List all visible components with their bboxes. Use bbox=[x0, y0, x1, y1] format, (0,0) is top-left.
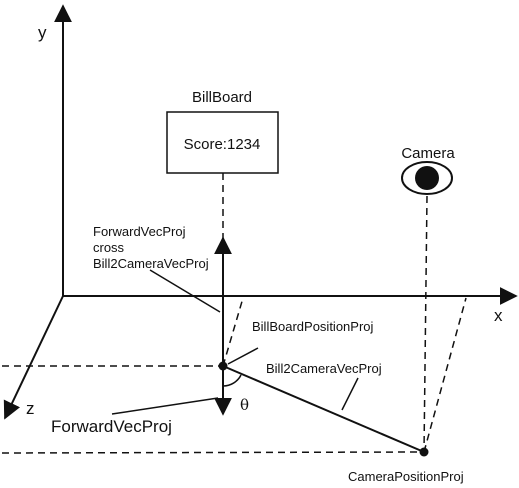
camera-to-z-dashed bbox=[1, 451, 425, 454]
z-axis bbox=[3, 295, 64, 420]
billboard-title: BillBoard bbox=[192, 89, 252, 106]
theta-arc bbox=[222, 374, 242, 387]
billboard-position-proj-label: BillBoardPositionProj bbox=[252, 319, 374, 334]
forward-vec-proj-label: ForwardVecProj bbox=[51, 417, 172, 436]
y-axis-label: y bbox=[38, 23, 47, 42]
bill2camera-label-leader bbox=[341, 377, 359, 411]
z-axis-label: z bbox=[26, 399, 35, 418]
bill2camera-vec-proj-label: Bill2CameraVecProj bbox=[266, 361, 382, 376]
bill2camera-vector-line bbox=[222, 365, 425, 453]
cross-label-line1: ForwardVecProj bbox=[93, 224, 186, 239]
cross-label-leader bbox=[149, 269, 221, 313]
cross-label-line3: Bill2CameraVecProj bbox=[93, 256, 209, 271]
billboard-score: Score:1234 bbox=[184, 136, 261, 153]
billboard-position-point bbox=[218, 361, 228, 371]
x-axis-label: x bbox=[494, 306, 503, 325]
forward-label-leader bbox=[111, 397, 219, 415]
billboard-box bbox=[166, 111, 279, 174]
camera-label: Camera bbox=[401, 145, 455, 162]
cross-label-line2: cross bbox=[93, 240, 125, 255]
position-label-leader bbox=[227, 347, 259, 365]
camera-dashed-drop bbox=[423, 195, 428, 453]
camera-eye-icon bbox=[401, 161, 453, 195]
position-to-x-dashed bbox=[222, 297, 244, 367]
camera-position-proj-label: CameraPositionProj bbox=[348, 469, 464, 484]
theta-label: θ bbox=[240, 396, 249, 414]
camera-to-x-dashed bbox=[423, 297, 467, 453]
camera-position-point bbox=[419, 447, 429, 457]
